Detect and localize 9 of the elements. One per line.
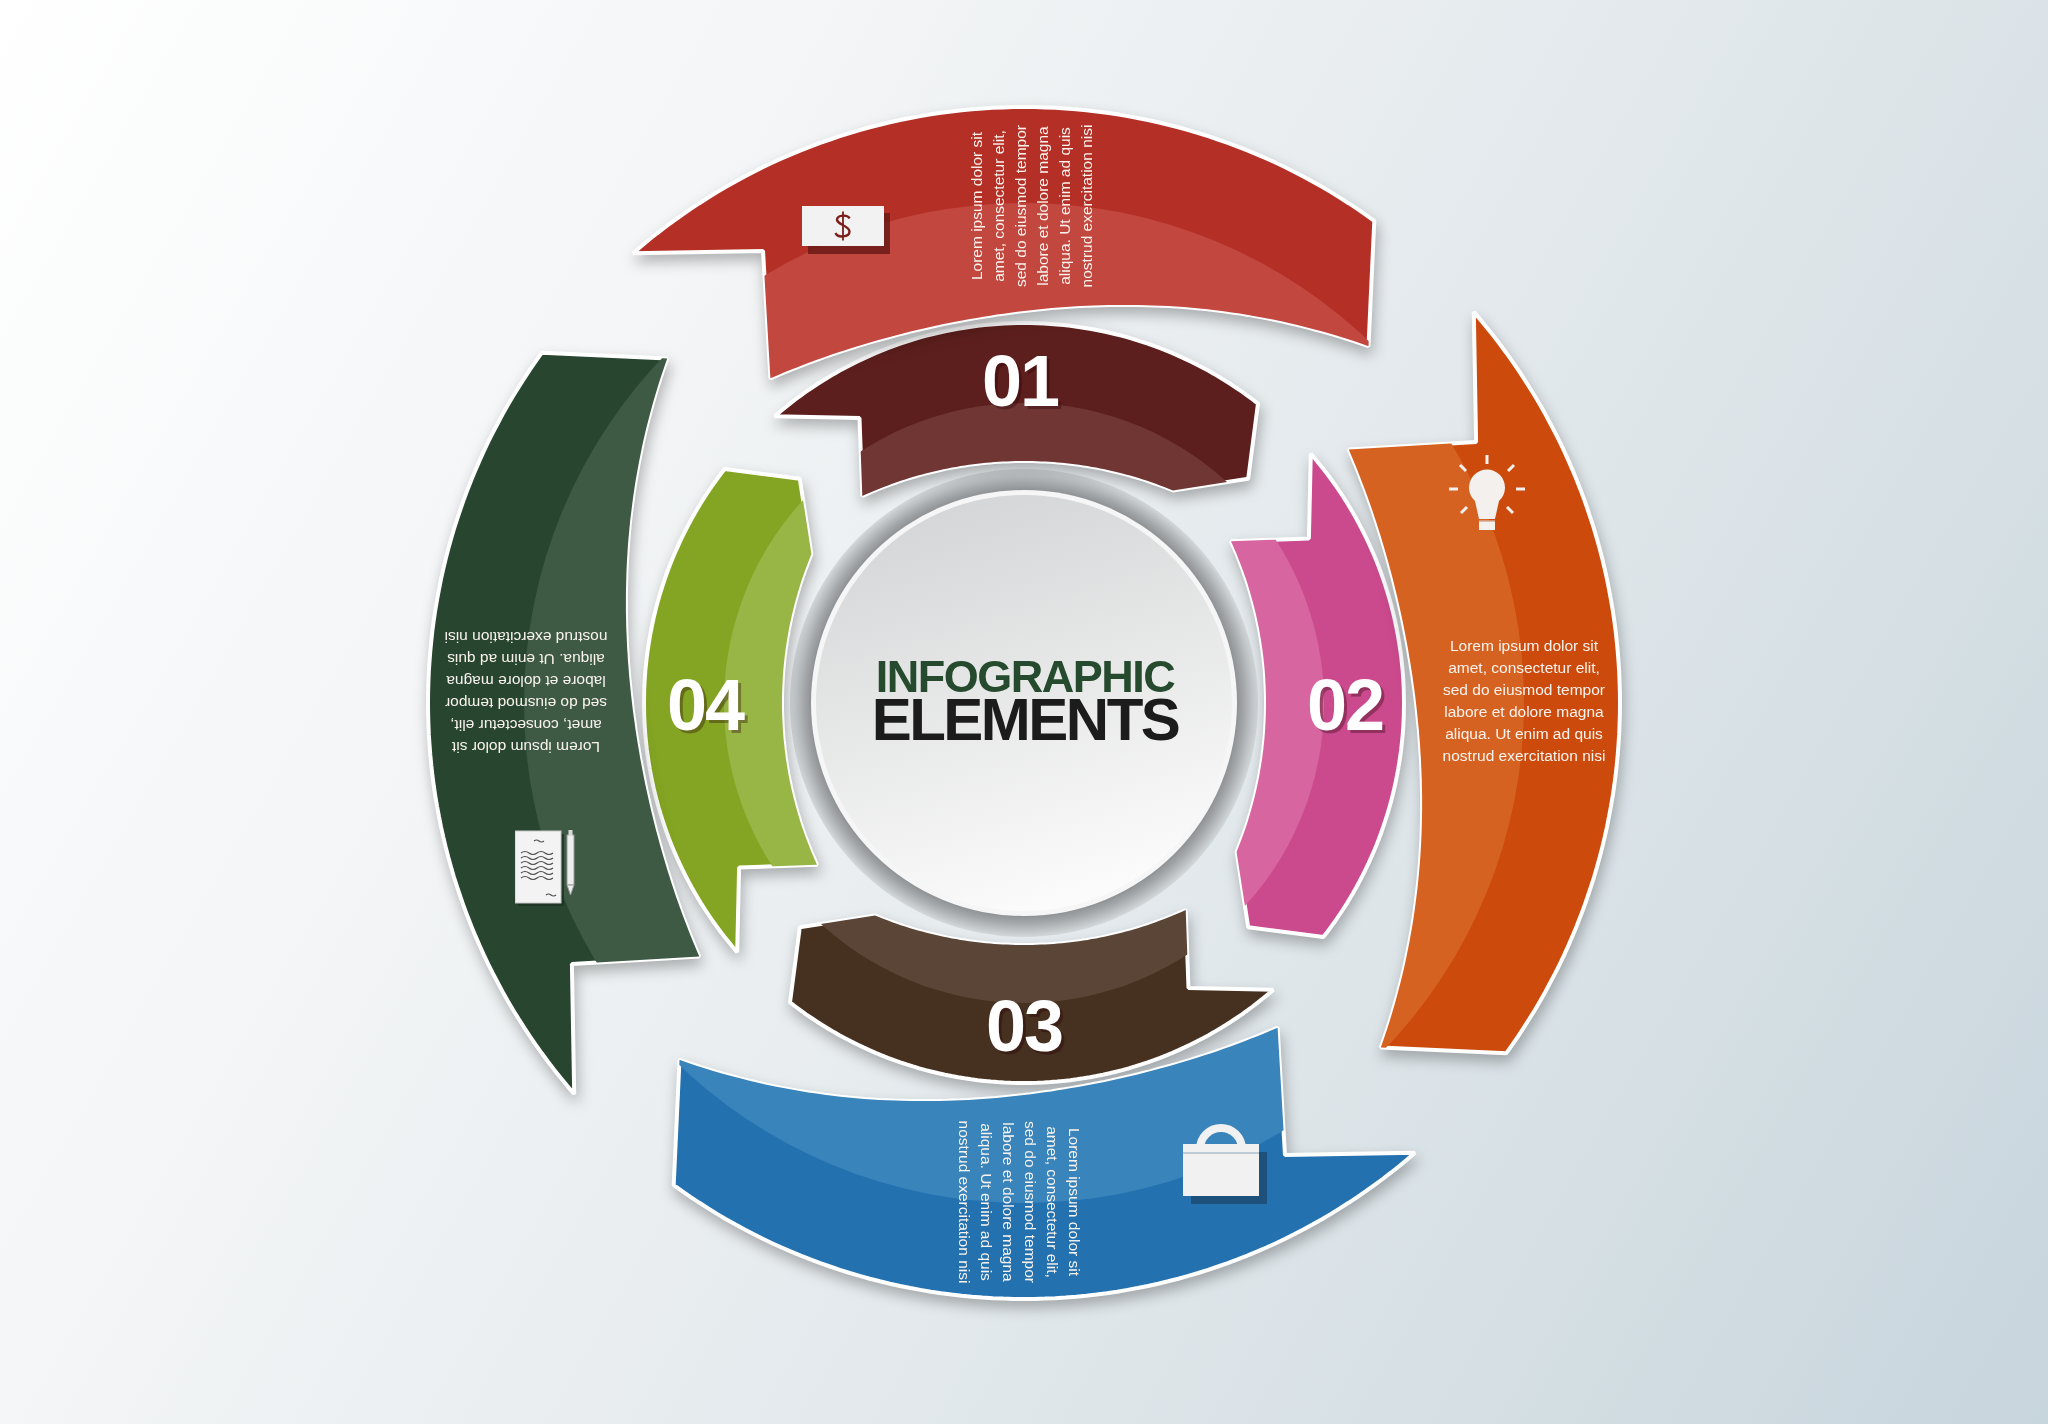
heading-text: INFOGRAPHIC: [875, 653, 1175, 699]
step-number: 02: [1306, 669, 1384, 741]
description-text: Lorem ipsum dolor sit amet, consectetur elit, sed do eiusmod tempor labore et dolore magna aliqua. Ut enim ad quis nostrud exercitation nisi: [967, 123, 1096, 289]
step-number: 01: [981, 345, 1059, 417]
description-text: Lorem ipsum dolor sit amet, consectetur elit, sed do eiusmod tempor labore et dolore magna aliqua. Ut enim ad quis nostrud exercitation nisi: [955, 1119, 1084, 1285]
description-text: Lorem ipsum dolor sit amet, consectetur elit, sed do eiusmod tempor labore et dolore magna aliqua. Ut enim ad quis nostrud exercitation nisi: [1441, 636, 1607, 766]
step-number: 04: [666, 669, 744, 741]
description-text: Lorem ipsum dolor sit amet, consectetur elit, sed do eiusmod tempor labore et dolore magna aliqua. Ut enim ad quis nostrud exercitation nisi: [443, 628, 609, 758]
step-number: 03: [985, 990, 1063, 1062]
